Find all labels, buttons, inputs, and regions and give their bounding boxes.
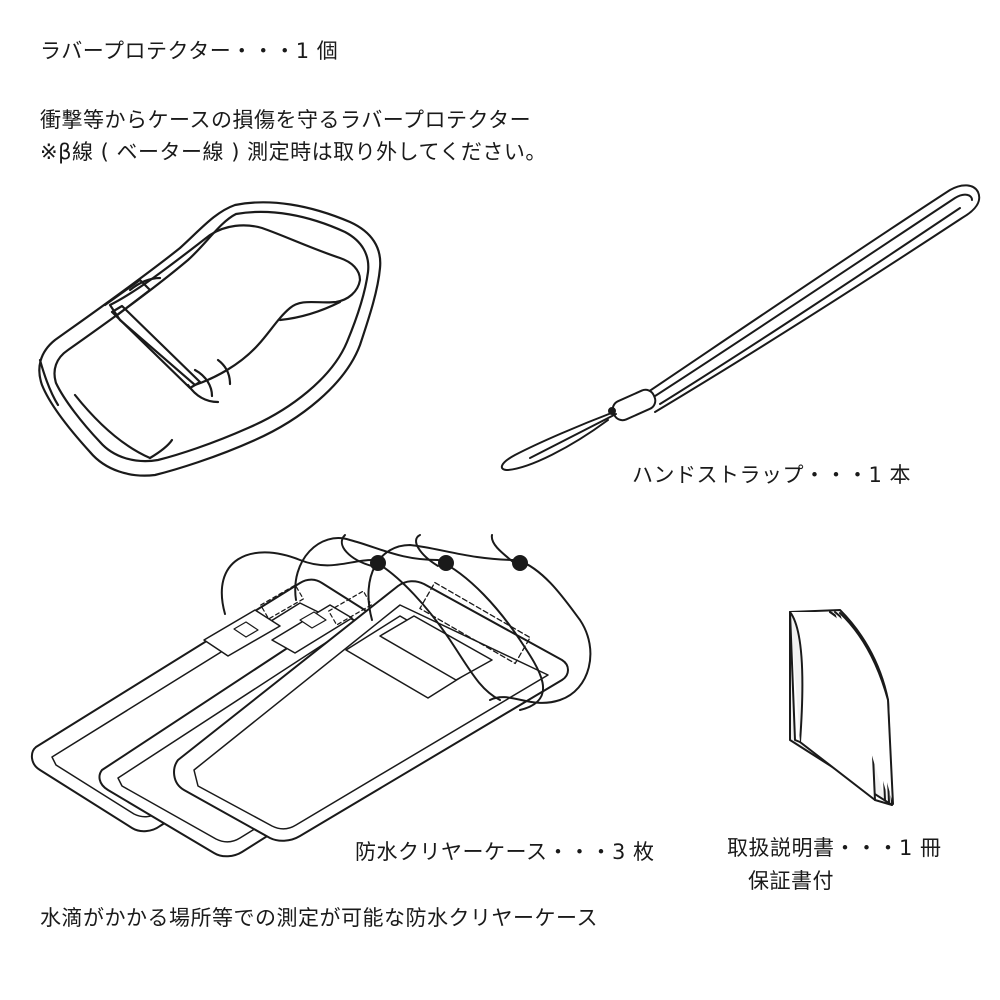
manual-label: 取扱説明書・・・1 冊 — [727, 836, 942, 860]
hand-strap-label: ハンドストラップ・・・1 本 — [632, 463, 912, 487]
hand-strap-illustration — [500, 184, 981, 471]
protector-title: ラバープロテクター・・・1 個 — [40, 39, 339, 63]
rubber-protector-illustration — [38, 201, 382, 477]
clear-case-label: 防水クリヤーケース・・・3 枚 — [355, 840, 655, 864]
clear-case-description: 水滴がかかる場所等での測定が可能な防水クリヤーケース — [40, 906, 598, 930]
manual-booklet-illustration — [789, 609, 894, 806]
clear-case-front — [173, 580, 569, 842]
protector-description: 衝撃等からケースの損傷を守るラバープロテクター — [40, 108, 532, 132]
clear-case-illustrations — [30, 534, 592, 858]
warranty-label: 保証書付 — [748, 869, 834, 893]
protector-note: ※β線 ( ベーター線 ) 測定時は取り外してください。 — [40, 140, 547, 164]
